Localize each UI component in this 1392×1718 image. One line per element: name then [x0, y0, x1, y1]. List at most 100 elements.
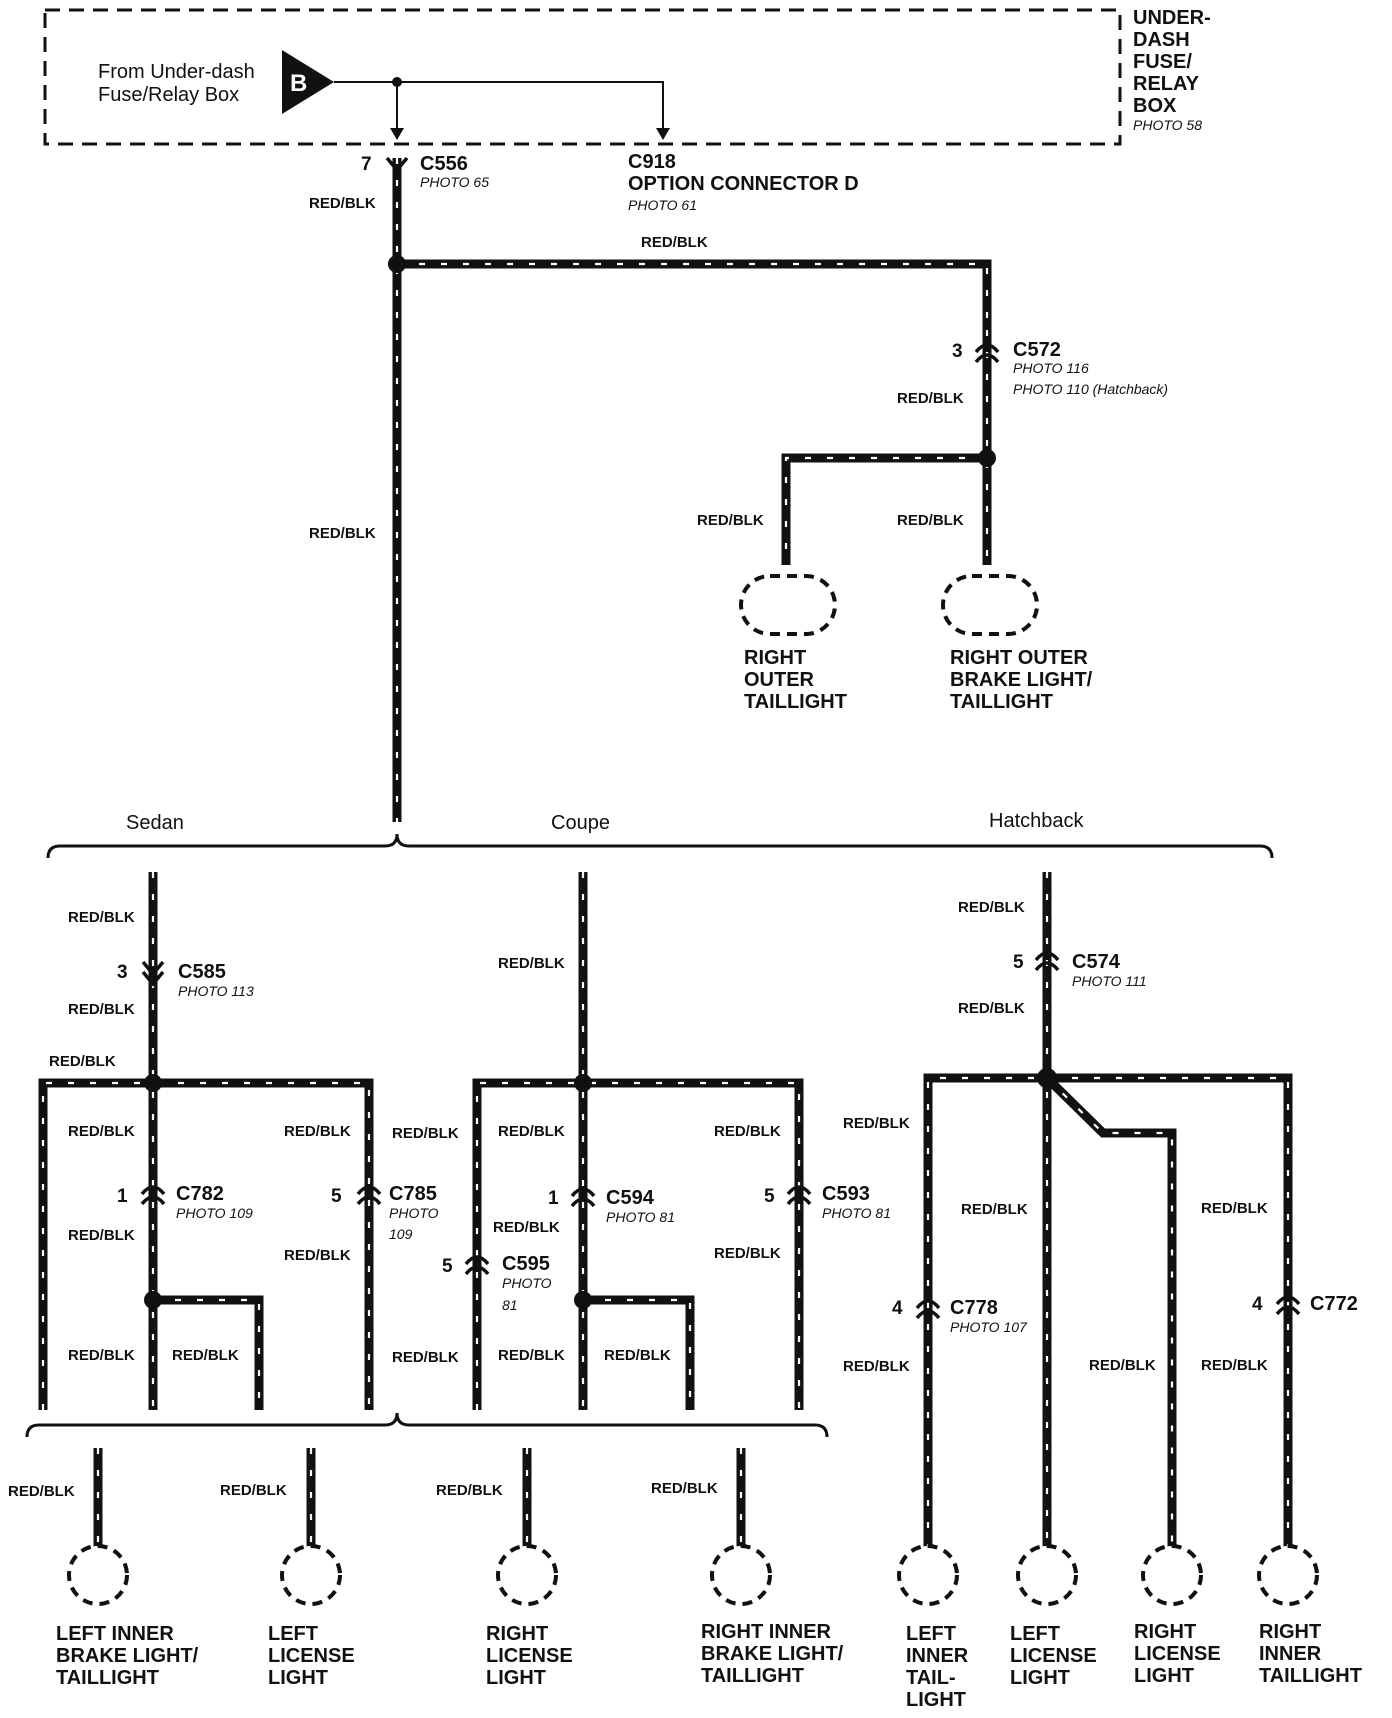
c585-pin: 3: [117, 962, 128, 983]
left-inner-brake-label: LEFT INNER BRAKE LIGHT/ TAILLIGHT: [56, 1623, 199, 1689]
c556-label: C556: [420, 153, 468, 175]
wire-label-coupe-sub: RED/BLK: [604, 1347, 671, 1364]
c785-label: C785: [389, 1183, 437, 1205]
left-license-line-1: LEFT: [268, 1623, 318, 1645]
variant-coupe-label: Coupe: [551, 812, 610, 834]
wire-label-trunk: RED/BLK: [309, 525, 376, 542]
c918-photo: PHOTO 61: [628, 197, 697, 213]
wire-label-left-license: RED/BLK: [220, 1482, 287, 1499]
right-license-label: RIGHT LICENSE LIGHT: [486, 1623, 573, 1689]
hatchback-branch-wire: [923, 1073, 1293, 1550]
wire-label-coupe-in: RED/BLK: [498, 955, 565, 972]
left-license-light-bulb-icon: [280, 1544, 342, 1606]
c585-label: C585: [178, 961, 226, 983]
c778-connector-icon: [915, 1299, 941, 1320]
c594-connector-icon: [570, 1187, 596, 1208]
wire-label-c778-out: RED/BLK: [843, 1358, 910, 1375]
c593-label: C593: [822, 1183, 870, 1205]
hb-left-inner-tail-line-3: TAIL-: [906, 1667, 956, 1689]
right-outer-taillight-line-1: RIGHT: [744, 647, 806, 669]
hatchback-diagonal-stripe: [1046, 1077, 1174, 1550]
c595-pin: 5: [442, 1256, 453, 1277]
wire-label-right-outer-tail: RED/BLK: [697, 512, 764, 529]
wire-label-c585-out: RED/BLK: [68, 1001, 135, 1018]
left-inner-brake-light-bulb-icon: [67, 1544, 129, 1606]
terminal-b-triangle: [282, 50, 334, 114]
right-license-light-bulb-icon: [496, 1544, 558, 1606]
right-outer-brake-line-2: BRAKE LIGHT/: [950, 669, 1093, 691]
sedan-sub-stripe: [153, 1298, 261, 1410]
splice-sedan-lower: [144, 1291, 162, 1309]
hb-right-inner-taillight-bulb-icon: [1257, 1544, 1319, 1606]
wire-label-sedan-center-low: RED/BLK: [68, 1347, 135, 1364]
right-outer-taillight-line-2: OUTER: [744, 669, 815, 691]
variant-sedan-label: Sedan: [126, 812, 184, 834]
hb-right-inner-tail-line-3: TAILLIGHT: [1259, 1665, 1362, 1687]
wire-label-c785-out: RED/BLK: [284, 1247, 351, 1264]
fuse-box-outline: [43, 8, 1122, 146]
c572-photo: PHOTO 116: [1013, 360, 1089, 376]
source-label-line-2: Fuse/Relay Box: [98, 84, 239, 106]
c772-label: C772: [1310, 1293, 1358, 1315]
left-license-label: LEFT LICENSE LIGHT: [268, 1623, 355, 1689]
c574-pin: 5: [1013, 952, 1024, 973]
fuse-box-photo: PHOTO 58: [1133, 117, 1202, 133]
coupe-sub-stripe: [583, 1298, 692, 1410]
hb-right-inner-tail-line-2: INNER: [1259, 1643, 1322, 1665]
wire-label-right-outer-brake: RED/BLK: [897, 512, 964, 529]
wire-label-c594-in: RED/BLK: [498, 1123, 565, 1140]
wire-label-c778-in: RED/BLK: [843, 1115, 910, 1132]
right-license-line-3: LIGHT: [486, 1667, 546, 1689]
splice-sedan: [144, 1074, 162, 1092]
left-license-line-3: LIGHT: [268, 1667, 328, 1689]
c556-connector-icon: [385, 156, 409, 173]
fuse-box-title-line-2: DASH: [1133, 29, 1190, 51]
c918-arrow-icon: [656, 128, 670, 140]
wire-label-c574-out: RED/BLK: [958, 1000, 1025, 1017]
c572-connector-icon: [974, 343, 1000, 364]
c572-pin: 3: [952, 341, 963, 362]
fuse-box-title-line-3: FUSE/: [1133, 51, 1192, 73]
hb-right-license-light-bulb-icon: [1141, 1544, 1203, 1606]
fuse-box-title-line-5: BOX: [1133, 95, 1177, 117]
hb-right-license-line-1: RIGHT: [1134, 1621, 1196, 1643]
fuse-box-title-line-4: RELAY: [1133, 73, 1200, 95]
c595-label: C595: [502, 1253, 550, 1275]
wire-label-c782-in: RED/BLK: [68, 1123, 135, 1140]
c778-label: C778: [950, 1297, 998, 1319]
right-license-line-1: RIGHT: [486, 1623, 548, 1645]
c585-connector-icon: [141, 960, 165, 987]
wire-label-c595-out: RED/BLK: [392, 1349, 459, 1366]
right-inner-brake-label: RIGHT INNER BRAKE LIGHT/ TAILLIGHT: [701, 1621, 844, 1687]
terminal-b-label: B: [290, 70, 307, 97]
hb-right-license-line-2: LICENSE: [1134, 1643, 1221, 1665]
c572-label: C572: [1013, 339, 1061, 361]
hb-right-license-label: RIGHT LICENSE LIGHT: [1134, 1621, 1221, 1687]
c593-connector-icon: [786, 1185, 812, 1206]
fuse-box-internal-wire: [334, 81, 664, 130]
c574-label: C574: [1072, 951, 1121, 973]
hb-right-inner-tail-label: RIGHT INNER TAILLIGHT: [1259, 1621, 1362, 1687]
sedan-coupe-lower-brace: [25, 1412, 829, 1438]
c782-pin: 1: [117, 1186, 128, 1207]
hb-left-license-line-3: LIGHT: [1010, 1667, 1070, 1689]
left-inner-brake-line-2: BRAKE LIGHT/: [56, 1645, 199, 1667]
c593-pin: 5: [764, 1186, 775, 1207]
c574-connector-icon: [1034, 951, 1060, 972]
fuse-box-splice: [392, 77, 402, 87]
c594-label: C594: [606, 1187, 655, 1209]
splice-coupe-lower: [574, 1291, 592, 1309]
wire-label-c782-out: RED/BLK: [68, 1227, 135, 1244]
hb-left-license-light-bulb-icon: [1016, 1544, 1078, 1606]
hb-left-inner-tail-label: LEFT INNER TAIL- LIGHT: [906, 1623, 969, 1711]
right-outer-branch-stripe: [784, 456, 987, 565]
wire-label-c785-in: RED/BLK: [284, 1123, 351, 1140]
wire-label-sedan-in: RED/BLK: [68, 909, 135, 926]
c594-pin: 1: [548, 1188, 559, 1209]
fuse-box-title: UNDER- DASH FUSE/ RELAY BOX: [1133, 7, 1211, 117]
right-inner-brake-line-1: RIGHT INNER: [701, 1621, 832, 1643]
c918-label: C918: [628, 151, 676, 173]
wire-label-left-inner-brake: RED/BLK: [8, 1483, 75, 1500]
hb-left-inner-tail-line-4: LIGHT: [906, 1689, 966, 1711]
